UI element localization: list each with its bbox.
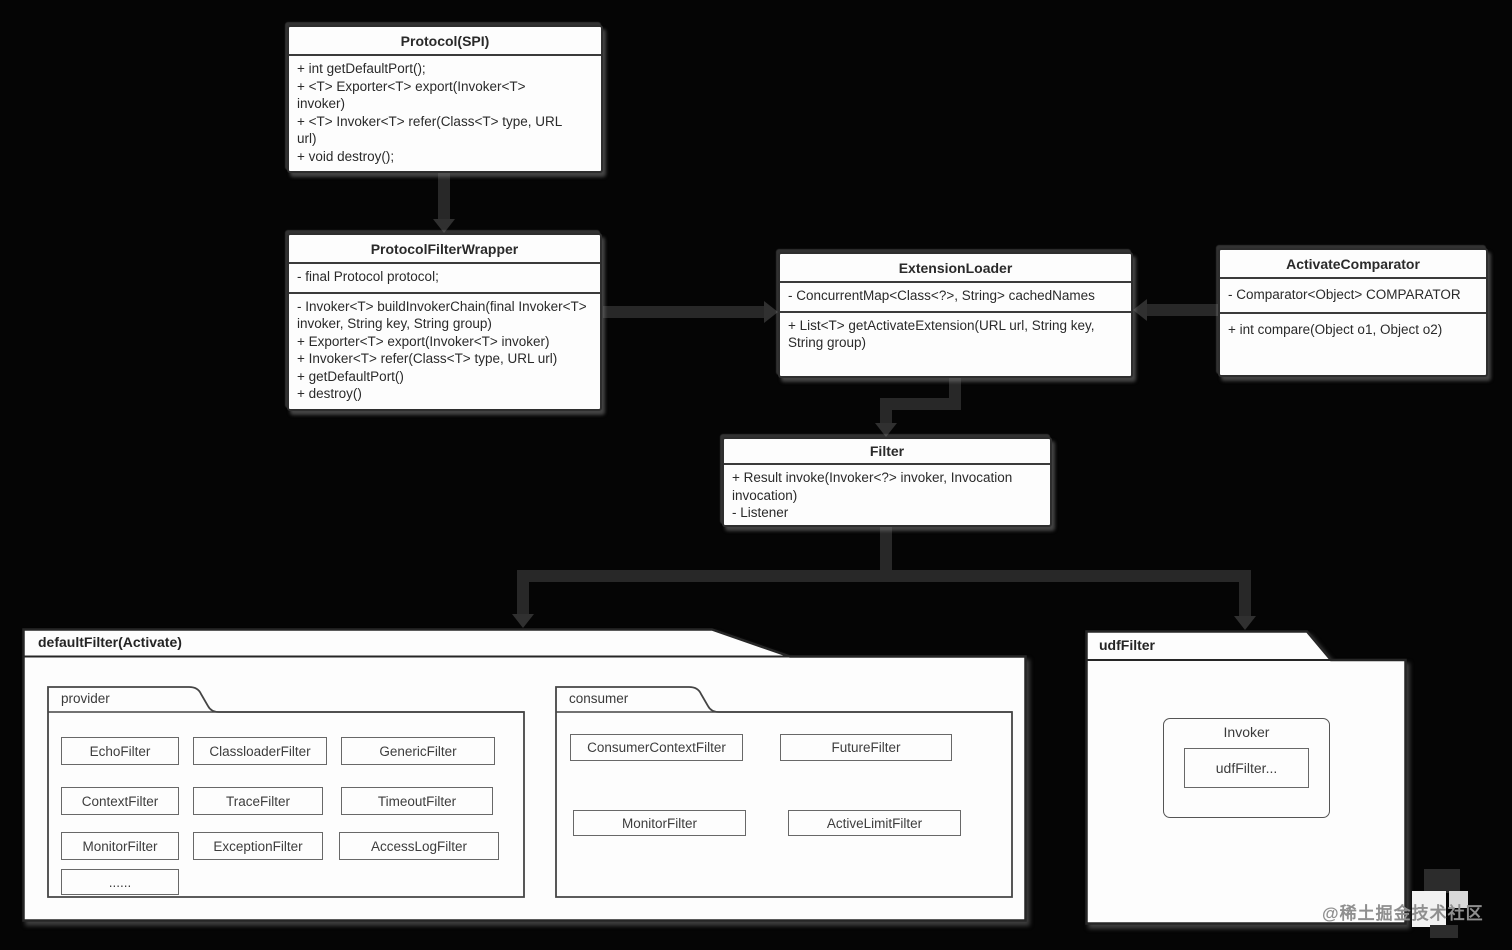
package-consumer: consumer ConsumerContextFilter FutureFil… <box>555 686 1013 898</box>
filter-chip: FutureFilter <box>780 734 952 761</box>
filter-chip: MonitorFilter <box>573 810 746 836</box>
filter-chip: EchoFilter <box>61 737 179 765</box>
class-members: + Result invoke(Invoker<?> invoker, Invo… <box>724 465 1050 525</box>
member-line: + Result invoke(Invoker<?> invoker, Invo… <box>732 470 1013 503</box>
filter-chip: GenericFilter <box>341 737 495 765</box>
class-extension-loader: ExtensionLoader - ConcurrentMap<Class<?>… <box>778 252 1133 378</box>
package-udf-filter: udfFilter Invoker udfFilter... <box>1085 630 1407 925</box>
arrowhead-down-icon <box>875 423 897 437</box>
method-line: + Invoker<T> refer(Class<T> type, URL ur… <box>297 351 558 367</box>
arrowhead-down-icon <box>1234 616 1256 630</box>
filter-chip: ExceptionFilter <box>193 832 323 860</box>
class-title: ProtocolFilterWrapper <box>289 235 600 264</box>
filter-chip: ContextFilter <box>61 787 179 815</box>
package-label: defaultFilter(Activate) <box>38 634 182 650</box>
class-methods: + List<T> getActivateExtension(URL url, … <box>780 313 1131 358</box>
udf-filter-chip: udfFilter... <box>1184 748 1309 788</box>
connector-branch-right <box>1239 576 1251 618</box>
arrowhead-left-icon <box>1133 299 1147 321</box>
method-line: - Invoker<T> buildInvokerChain(final Inv… <box>297 298 587 332</box>
class-members: + int getDefaultPort(); + <T> Exporter<T… <box>289 56 601 171</box>
member-line: - Listener <box>732 505 789 521</box>
class-fields: - Comparator<Object> COMPARATOR <box>1220 279 1486 314</box>
class-title: Filter <box>724 439 1050 465</box>
connector-wrapper-loader <box>603 306 765 318</box>
field-line: - ConcurrentMap<Class<?>, String> cached… <box>788 288 1095 303</box>
filter-chip: TraceFilter <box>193 787 323 815</box>
connector-filter-stem <box>880 519 892 576</box>
member-line: + int getDefaultPort(); <box>297 61 426 76</box>
member-line: + <T> Invoker<T> refer(Class<T> type, UR… <box>297 113 562 147</box>
package-provider: provider EchoFilter ClassloaderFilter Ge… <box>47 686 525 898</box>
filter-chip: TimeoutFilter <box>341 787 493 815</box>
connector-loader-filter-h <box>880 398 961 410</box>
watermark-logo-block <box>1430 925 1458 938</box>
method-line: + List<T> getActivateExtension(URL url, … <box>788 317 1095 351</box>
invoker-container: Invoker udfFilter... <box>1163 718 1330 818</box>
class-title: ActivateComparator <box>1220 250 1486 279</box>
filter-chip: MonitorFilter <box>61 832 179 860</box>
method-line: + int compare(Object o1, Object o2) <box>1228 321 1443 337</box>
filter-chip: ClassloaderFilter <box>193 737 327 765</box>
class-protocol-filter-wrapper: ProtocolFilterWrapper - final Protocol p… <box>287 233 602 411</box>
watermark-logo-block <box>1424 869 1460 893</box>
member-line: + <T> Exporter<T> export(Invoker<T> invo… <box>297 78 526 112</box>
class-title: Protocol(SPI) <box>289 27 601 56</box>
filter-chip: ActiveLimitFilter <box>788 810 961 836</box>
connector-branch-left <box>517 576 529 616</box>
field-line: - Comparator<Object> COMPARATOR <box>1228 287 1461 302</box>
folder-shape <box>555 686 1013 898</box>
class-filter: Filter + Result invoke(Invoker<?> invoke… <box>722 437 1052 527</box>
class-fields: - final Protocol protocol; <box>289 264 600 294</box>
member-line: + void destroy(); <box>297 148 395 164</box>
class-methods: + int compare(Object o1, Object o2) <box>1220 314 1486 345</box>
method-line: + destroy() <box>297 386 362 402</box>
method-line: + Exporter<T> export(Invoker<T> invoker) <box>297 333 550 349</box>
watermark-logo-block <box>1412 891 1446 927</box>
class-title: ExtensionLoader <box>780 254 1131 283</box>
filter-chip: AccessLogFilter <box>339 832 499 860</box>
filter-chip: ...... <box>61 869 179 895</box>
connector-branch-bar <box>517 570 1251 582</box>
class-methods: - Invoker<T> buildInvokerChain(final Inv… <box>289 294 600 409</box>
package-label: provider <box>61 691 110 706</box>
class-protocol-spi: Protocol(SPI) + int getDefaultPort(); + … <box>287 25 603 174</box>
watermark-text: @稀土掘金技术社区 <box>1322 904 1484 923</box>
connector-protocol-wrapper <box>438 161 450 221</box>
field-line: - final Protocol protocol; <box>297 269 439 284</box>
arrowhead-right-icon <box>764 301 778 323</box>
connector-comparator-loader <box>1147 304 1218 316</box>
invoker-label: Invoker <box>1223 724 1270 740</box>
arrowhead-down-icon <box>433 219 455 233</box>
package-label: consumer <box>569 691 629 706</box>
filter-chip: ConsumerContextFilter <box>570 734 743 761</box>
class-fields: - ConcurrentMap<Class<?>, String> cached… <box>780 283 1131 313</box>
connector-loader-filter-v2 <box>880 404 892 425</box>
watermark-logo-block <box>1449 891 1468 908</box>
package-label: udfFilter <box>1099 637 1155 653</box>
method-line: + getDefaultPort() <box>297 368 404 384</box>
class-activate-comparator: ActivateComparator - Comparator<Object> … <box>1218 248 1488 377</box>
arrowhead-down-icon <box>512 614 534 628</box>
